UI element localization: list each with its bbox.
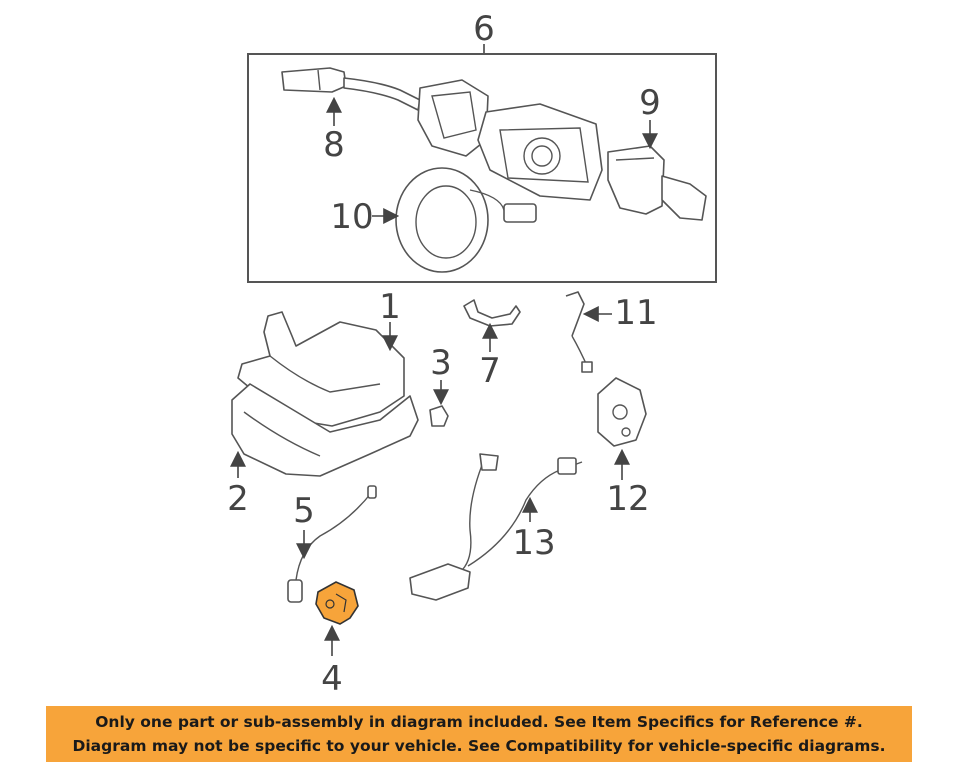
cable-part-13 (409, 453, 583, 601)
callout-10: 10 (330, 197, 373, 237)
parts-diagram: 6 8 9 10 1 2 (227, 9, 717, 699)
callout-6: 6 (473, 9, 495, 49)
highlighted-switch-part-4 (315, 581, 359, 625)
upper-cover-part-1 (237, 311, 405, 427)
clock-spring-part-10 (395, 167, 537, 273)
wiper-switch-part-9 (607, 145, 707, 221)
callout-1: 1 (379, 287, 401, 327)
sensor-wire-part-5 (287, 485, 377, 603)
lower-cover-part-2 (231, 383, 419, 477)
disclaimer-line-2: Diagram may not be specific to your vehi… (72, 737, 886, 755)
disclaimer-line-1: Only one part or sub-assembly in diagram… (95, 713, 863, 731)
assembly-box (247, 53, 717, 283)
callout-5: 5 (293, 491, 315, 531)
bracket-part-7 (463, 299, 521, 327)
harness-part-11 (565, 291, 593, 373)
callout-3: 3 (430, 343, 452, 383)
callout-9: 9 (639, 83, 661, 123)
cap-part-3 (429, 405, 449, 427)
callout-7: 7 (479, 351, 501, 391)
callout-4: 4 (321, 659, 343, 699)
disclaimer-banner: Only one part or sub-assembly in diagram… (46, 706, 912, 762)
callout-2: 2 (227, 479, 249, 519)
lock-housing-part-12 (597, 377, 647, 447)
combination-switch-body (417, 79, 603, 201)
callout-8: 8 (323, 125, 345, 165)
callout-11: 11 (614, 293, 657, 333)
stalk-switch-part-8 (281, 67, 421, 111)
callout-12: 12 (606, 479, 649, 519)
callout-13: 13 (512, 523, 555, 563)
